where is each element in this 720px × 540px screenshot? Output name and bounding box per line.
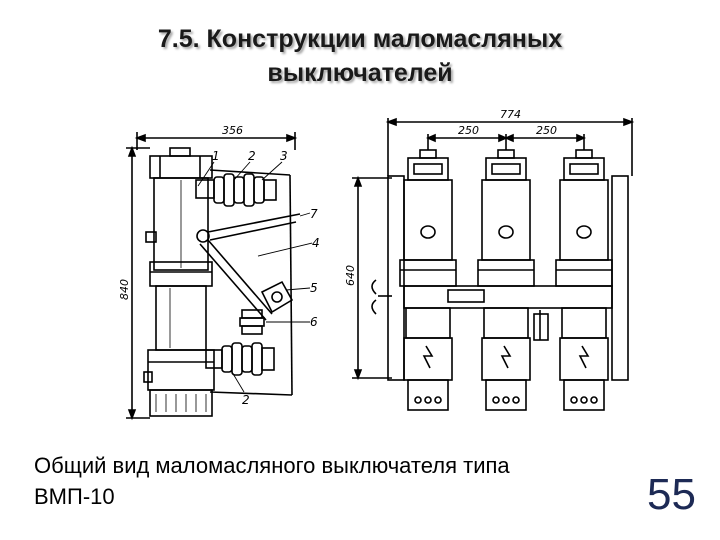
pole-2 (477, 149, 535, 411)
caption-line-2: ВМП-10 (34, 484, 115, 509)
dim-pole-spacing-left: 250 (458, 124, 479, 137)
callout-2-top: 2 (248, 149, 256, 163)
slide-title-line-1: 7.5. Конструкции маломасляных (157, 25, 563, 53)
figure-caption: Общий вид маломасляного выключателя типа… (34, 450, 654, 512)
callout-1: 1 (212, 149, 220, 163)
dim-total-width-front: 774 (500, 108, 521, 121)
callout-3: 3 (280, 149, 288, 163)
pole-3 (555, 149, 613, 411)
front-view (352, 117, 635, 411)
callout-7: 7 (310, 207, 318, 221)
callout-5: 5 (310, 281, 318, 295)
slide-title-line-2: выключателей (267, 59, 453, 87)
callout-4: 4 (312, 236, 320, 250)
dim-height-side: 840 (118, 279, 131, 300)
callout-2-bottom: 2 (242, 393, 250, 407)
side-view (126, 132, 313, 421)
callout-6: 6 (310, 315, 318, 329)
slide-title: 7.5. Конструкции маломасляных выключател… (60, 22, 660, 90)
dim-width-side: 356 (222, 124, 243, 137)
pole-1 (399, 149, 457, 411)
dim-pole-spacing-right: 250 (536, 124, 557, 137)
caption-line-1: Общий вид маломасляного выключателя типа (34, 453, 510, 478)
dim-height-front: 640 (344, 265, 357, 286)
page-number: 55 (647, 470, 696, 519)
